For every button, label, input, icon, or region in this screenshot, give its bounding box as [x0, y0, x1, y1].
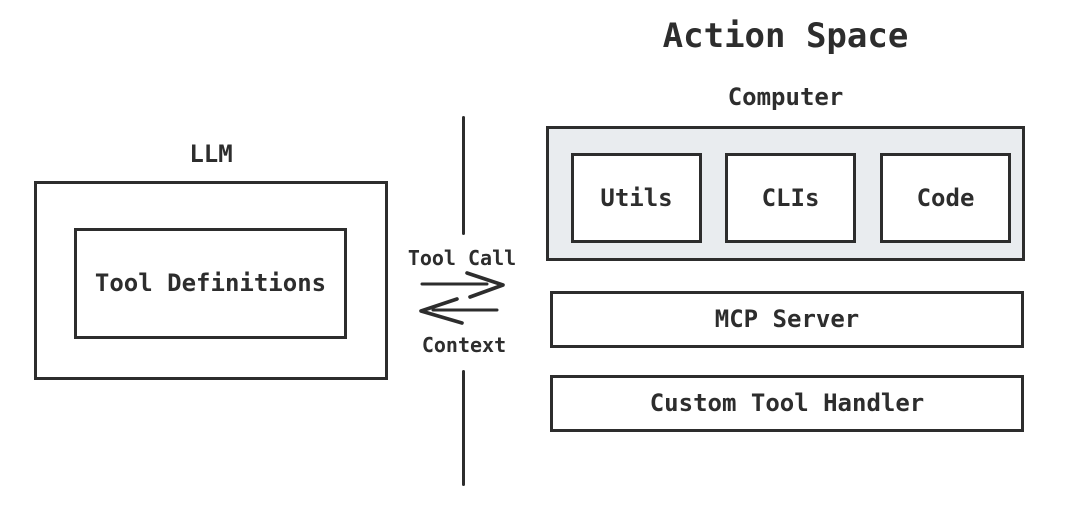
exchange-arrows — [419, 271, 505, 325]
tool-call-label: Tool Call — [407, 246, 517, 270]
custom-tool-handler-label: Custom Tool Handler — [649, 389, 925, 418]
divider-line-bottom — [462, 370, 465, 486]
llm-label: LLM — [189, 140, 233, 168]
action-space-title: Action Space — [662, 16, 909, 56]
utils-box: Utils — [571, 153, 702, 243]
code-label: Code — [916, 183, 975, 212]
computer-label: Computer — [727, 83, 844, 111]
mcp-server-label: MCP Server — [714, 305, 860, 334]
clis-box: CLIs — [725, 153, 856, 243]
tool-definitions-label: Tool Definitions — [94, 269, 327, 298]
code-box: Code — [880, 153, 1011, 243]
context-label: Context — [421, 333, 507, 357]
tool-definitions-box: Tool Definitions — [74, 228, 347, 339]
computer-box: Utils CLIs Code — [546, 126, 1025, 261]
clis-label: CLIs — [761, 183, 820, 212]
mcp-server-box: MCP Server — [550, 291, 1024, 348]
divider-line-top — [462, 116, 465, 235]
right-arrow-icon — [420, 271, 505, 299]
utils-label: Utils — [600, 183, 673, 212]
left-arrow-icon — [419, 297, 499, 325]
custom-tool-handler-box: Custom Tool Handler — [550, 375, 1024, 432]
